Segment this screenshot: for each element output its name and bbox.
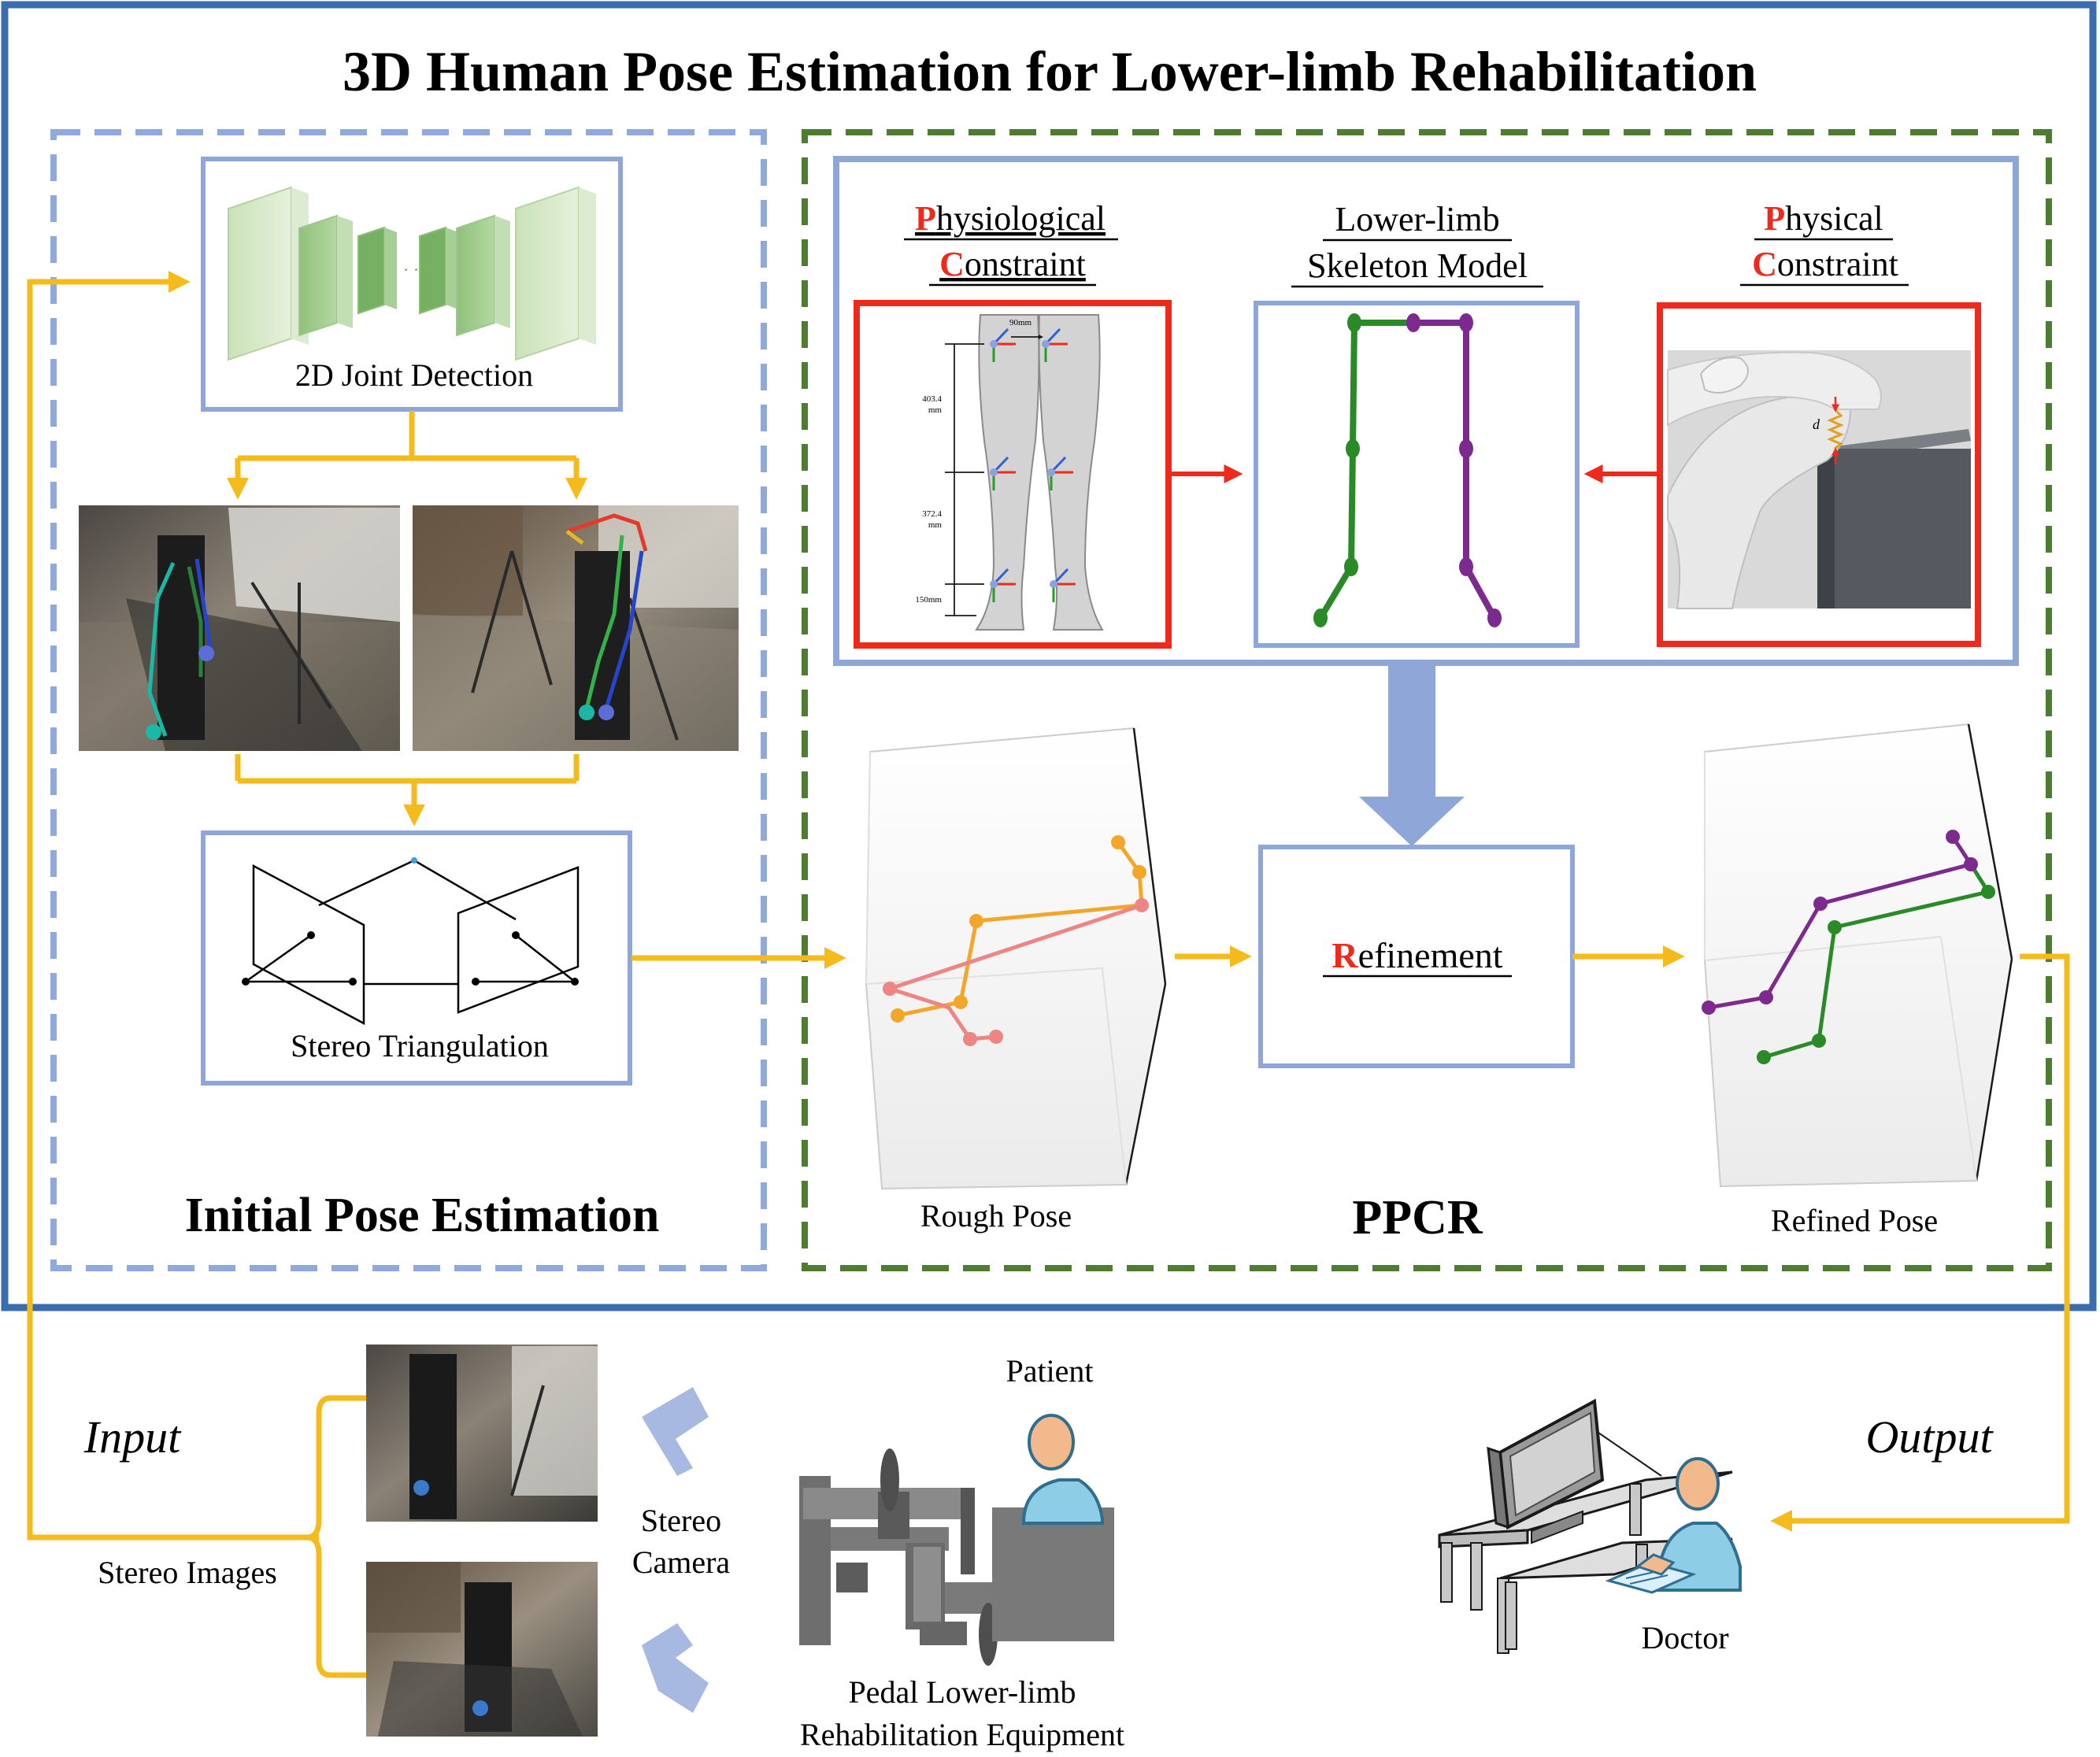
- equipment-label-line2: Rehabilitation Equipment: [800, 1717, 1124, 1752]
- page-title: 3D Human Pose Estimation for Lower-limb …: [343, 40, 1757, 103]
- doctor-label: Doctor: [1641, 1620, 1728, 1655]
- skeleton-heading: Lower-limb Skeleton Model: [1291, 200, 1543, 288]
- stereo-images-label: Stereo Images: [98, 1555, 277, 1590]
- skeleton-heading-line1: Lower-limb: [1335, 200, 1499, 239]
- stereo-camera-icon-top: [642, 1387, 709, 1476]
- photos-merge-arrows: [235, 754, 580, 827]
- epipolar-geometry-icon: [242, 857, 580, 1026]
- initial-pose-section-label: Initial Pose Estimation: [185, 1189, 660, 1242]
- joint-detection-block: · · · 2D Joint Detection: [201, 157, 623, 412]
- rehab-equipment-icon: [799, 1448, 1114, 1666]
- stereo-camera-icon-bottom: [642, 1623, 709, 1713]
- rough-pose-plot: Rough Pose: [865, 727, 1167, 1234]
- svg-text:Constraint: Constraint: [939, 245, 1086, 283]
- rough-pose-pink-leg: [883, 903, 1143, 1041]
- outer-frame: [1, 1, 2097, 1311]
- skeleton-model-box: [1254, 301, 1580, 648]
- refined-pose-plot: Refined Pose: [1702, 723, 2013, 1238]
- stereo-camera-label-line2: Camera: [632, 1544, 731, 1580]
- stereo-images-brace: [306, 1395, 366, 1678]
- refined-pose-label: Refined Pose: [1771, 1203, 1938, 1238]
- physiological-constraint-heading: Physiological Constraint: [904, 199, 1118, 287]
- stereo-camera-label-line1: Stereo: [641, 1503, 721, 1538]
- svg-text:Physical: Physical: [1764, 199, 1883, 238]
- skeleton-heading-line2: Skeleton Model: [1307, 246, 1528, 285]
- output-label: Output: [1865, 1411, 1994, 1463]
- skeleton-joints: [1313, 313, 1502, 627]
- gap-symbol: d: [1813, 416, 1820, 432]
- doctor-icon: [1605, 1457, 1742, 1594]
- joint-detection-label: 2D Joint Detection: [295, 357, 533, 393]
- physiological-constraint-box: 90mm 403.4 mm 372.4 mm 150mm: [854, 300, 1172, 649]
- physical-constraint-heading: Physical Constraint: [1740, 199, 1909, 287]
- doctor-workstation-icon: [1438, 1398, 1733, 1654]
- cnn-network-icon: · · ·: [228, 186, 596, 361]
- triangulation-label: Stereo Triangulation: [291, 1028, 549, 1063]
- measure-label-a: 403.4: [922, 394, 942, 404]
- output-line: [1770, 953, 2070, 1532]
- detection-photo-right: [413, 505, 739, 751]
- input-label: Input: [83, 1411, 182, 1463]
- stereo-image-top: [366, 1345, 598, 1522]
- measure-label-b-unit: mm: [928, 520, 943, 530]
- ppcr-section-label: PPCR: [1352, 1191, 1483, 1245]
- refinement-block: Refinement: [1258, 845, 1575, 1068]
- constraints-to-refinement-arrow: [1359, 666, 1465, 846]
- measure-label-top: 90mm: [1009, 318, 1032, 327]
- svg-text:Constraint: Constraint: [1752, 245, 1898, 283]
- detection-split-arrows: [227, 411, 587, 500]
- measure-label-b: 372.4: [922, 509, 942, 519]
- initial-pose-panel: [50, 129, 767, 1271]
- measure-label-c: 150mm: [915, 595, 942, 605]
- measure-label-a-unit: mm: [928, 405, 943, 415]
- svg-text:Physiological: Physiological: [915, 199, 1106, 238]
- svg-text:Refinement: Refinement: [1331, 935, 1502, 975]
- equipment-label-line1: Pedal Lower-limb: [848, 1674, 1076, 1710]
- ppcr-panel: [802, 129, 2052, 1271]
- rough-pose-label: Rough Pose: [920, 1198, 1072, 1234]
- leg-anatomy-figure: 90mm 403.4 mm 372.4 mm 150mm: [915, 314, 1104, 631]
- physical-constraint-box: d: [1657, 302, 1981, 647]
- stereo-image-bottom: [366, 1562, 598, 1737]
- input-feedback-line: [27, 271, 319, 1541]
- triangulation-block: Stereo Triangulation: [201, 830, 632, 1086]
- detection-photo-left: [79, 505, 400, 751]
- patient-icon: [1021, 1414, 1104, 1525]
- patient-label: Patient: [1006, 1353, 1093, 1389]
- seated-leg-figure: d: [1667, 351, 1971, 609]
